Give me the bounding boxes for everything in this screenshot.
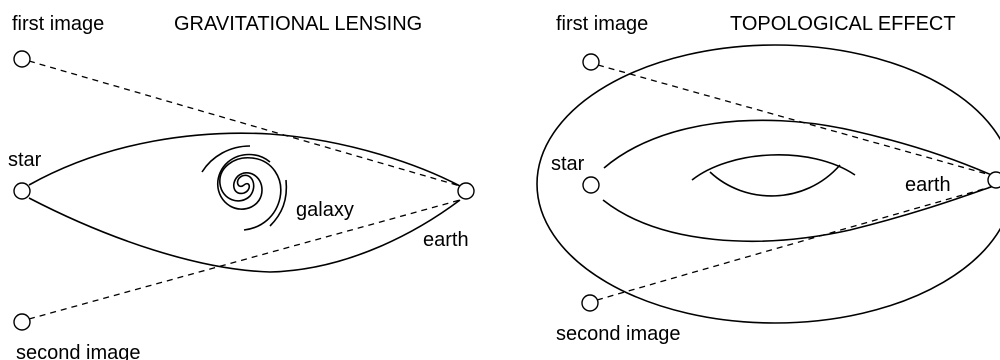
right-first-image-sightline [597, 64, 995, 177]
left-earth-node [457, 182, 475, 200]
torus-outline [536, 44, 1000, 324]
right-first-image-node [582, 53, 600, 71]
left-first-image-label: first image [12, 13, 104, 35]
right-star-label: star [551, 153, 585, 175]
left-second-image-node [13, 313, 31, 331]
right-upper-light-path [603, 119, 995, 177]
left-first-image-node [13, 50, 31, 68]
right-star-node [582, 176, 600, 194]
right-earth-label: earth [905, 174, 951, 196]
right-second-image-label: second image [556, 323, 681, 345]
right-first-image-label: first image [556, 13, 648, 35]
left-panel-title: GRAVITATIONAL LENSING [174, 13, 422, 35]
galaxy-spiral-icon [201, 145, 288, 231]
right-lower-light-path [602, 185, 995, 242]
right-earth-node [987, 171, 1000, 189]
left-first-image-sightline [28, 60, 461, 187]
torus-hole-icon [691, 154, 856, 197]
right-second-image-node [581, 294, 599, 312]
gravitational-lensing-panel: first image GRAVITATIONAL LENSING galaxy… [8, 13, 475, 360]
left-upper-light-path [28, 132, 461, 187]
right-panel-title: TOPOLOGICAL EFFECT [730, 13, 956, 35]
left-earth-label: earth [423, 229, 469, 251]
right-second-image-sightline [596, 185, 995, 301]
left-lower-light-path [28, 197, 461, 273]
left-star-label: star [8, 149, 42, 171]
topological-effect-panel: first image TOPOLOGICAL EFFECT star eart… [536, 13, 1000, 345]
left-star-node [13, 182, 31, 200]
left-second-image-label: second image [16, 342, 141, 360]
galaxy-label: galaxy [296, 199, 354, 221]
left-second-image-sightline [28, 199, 461, 320]
